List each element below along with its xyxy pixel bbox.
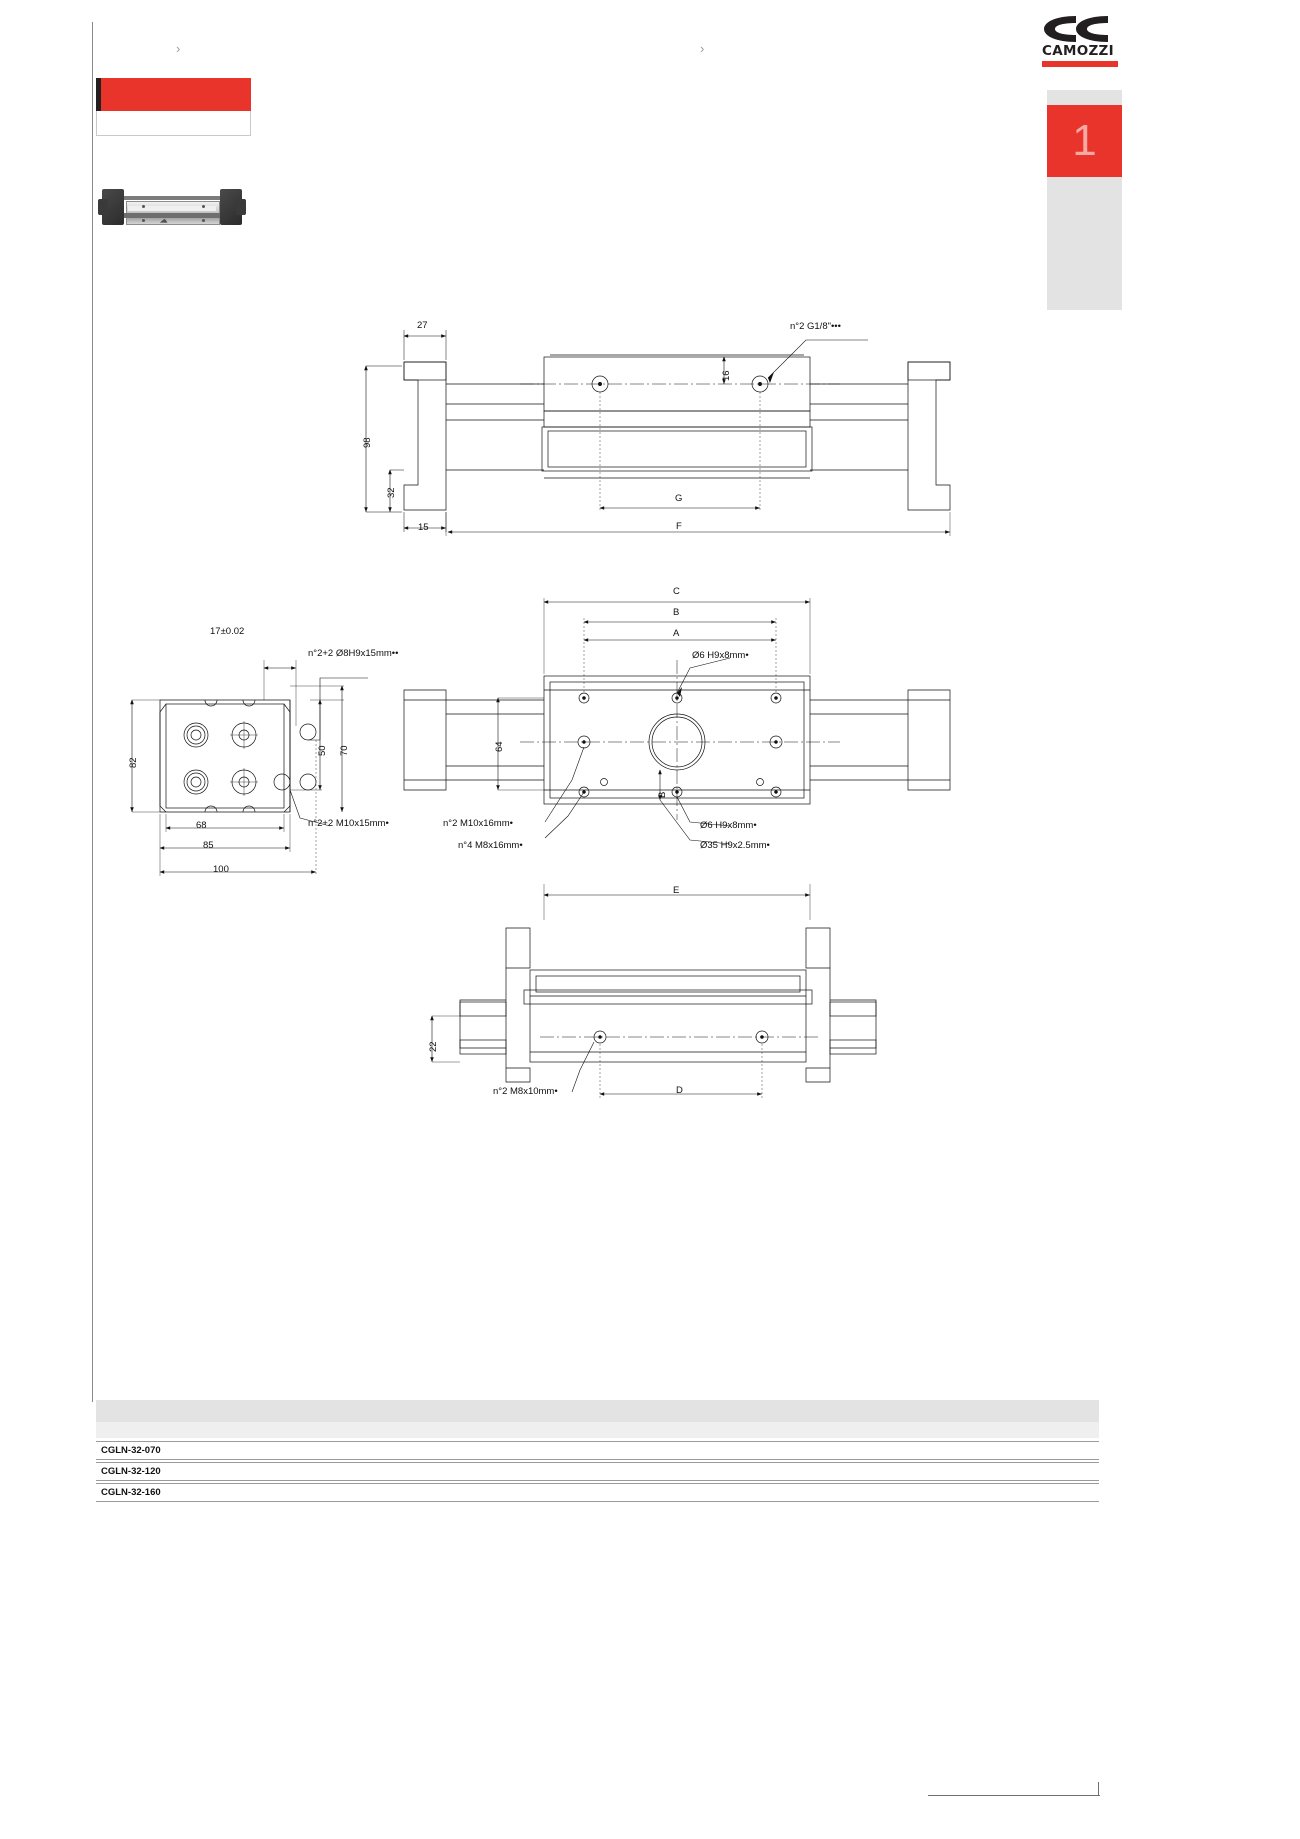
callout-8h9: n°2+2 Ø8H9x15mm•• [308,648,399,659]
model-code: CGLN-32-160 [101,1487,161,1498]
dim-32: 32 [386,487,397,498]
dim-100: 100 [213,864,229,875]
title-banner-tick [96,78,101,111]
cc-chevrons-icon [1042,14,1122,44]
photo-body-highlight [128,206,216,211]
callout-m10x16: n°2 M10x16mm• [443,818,513,829]
dim-C: C [673,586,680,597]
dim-85: 85 [203,840,214,851]
dim-b-small: B [657,791,668,798]
photo-brand-mark: ◢◣ [160,218,168,224]
callout-d6-top: Ø6 H9x8mm• [692,650,749,661]
table-header-band [96,1400,1099,1422]
left-margin-rule [92,22,93,1402]
footer-tick [1098,1782,1099,1796]
dim-F: F [676,521,682,532]
dim-68: 68 [196,820,207,831]
callout-m10x15: n°2+2 M10x15mm• [308,818,389,829]
section-number: 1 [1072,116,1097,165]
photo-screw [142,219,145,222]
dim-E-middle: E [673,885,680,896]
chevron-right-icon: › [700,41,705,56]
footer-rule [928,1795,1100,1796]
camozzi-logo: CAMOZZI [1042,14,1122,76]
table-row[interactable]: CGLN-32-160 [96,1483,1099,1502]
photo-screw [202,205,205,208]
dim-15: 15 [418,522,429,533]
callout-d35: Ø35 H9x2.5mm• [700,840,770,851]
cc-chevrons-svg [1044,16,1108,42]
chevron-right-icon: › [176,41,181,56]
dim-16: 16 [721,370,732,381]
brand-underline [1042,60,1118,67]
dim-70: 70 [339,745,350,756]
dim-B: B [673,607,680,618]
dim-50: 50 [317,745,328,756]
product-photo: ◢◣ [98,175,253,253]
photo-knob-right [236,199,246,215]
photo-end-cap-left [102,189,124,225]
photo-screw [202,219,205,222]
photo-screw [142,205,145,208]
dim-22: 22 [428,1041,439,1052]
title-banner [96,78,251,111]
callout-ports: n°2 G1/8"••• [790,321,841,332]
dim-64: 64 [494,741,505,752]
callout-m8x10: n°2 M8x10mm• [493,1086,558,1097]
dim-G: G [675,493,683,504]
photo-guide-rod-bottom [118,213,228,218]
dim-D: D [676,1085,683,1096]
table-row[interactable]: CGLN-32-070 [96,1441,1099,1460]
dim-17-tolerance: 17±0.02 [210,626,245,637]
model-code: CGLN-32-120 [101,1466,161,1477]
callout-d6-bottom: Ø6 H9x8mm• [700,820,757,831]
breadcrumb-2: › [700,41,704,56]
dim-A: A [673,628,680,639]
breadcrumb-1: › [176,41,180,56]
dim-82: 82 [128,757,139,768]
dim-27: 27 [417,320,428,331]
table-row[interactable]: CGLN-32-120 [96,1462,1099,1481]
photo-knob-left [98,199,108,215]
table-subheader-band [96,1422,1099,1438]
model-code: CGLN-32-070 [101,1445,161,1456]
photo-end-cap-right [220,189,242,225]
dim-98: 98 [362,437,373,448]
brand-name: CAMOZZI [1042,43,1114,59]
section-rail-highlight [1047,105,1122,177]
callout-m8x16: n°4 M8x16mm• [458,840,523,851]
photo-guide-rod-top [118,196,228,200]
